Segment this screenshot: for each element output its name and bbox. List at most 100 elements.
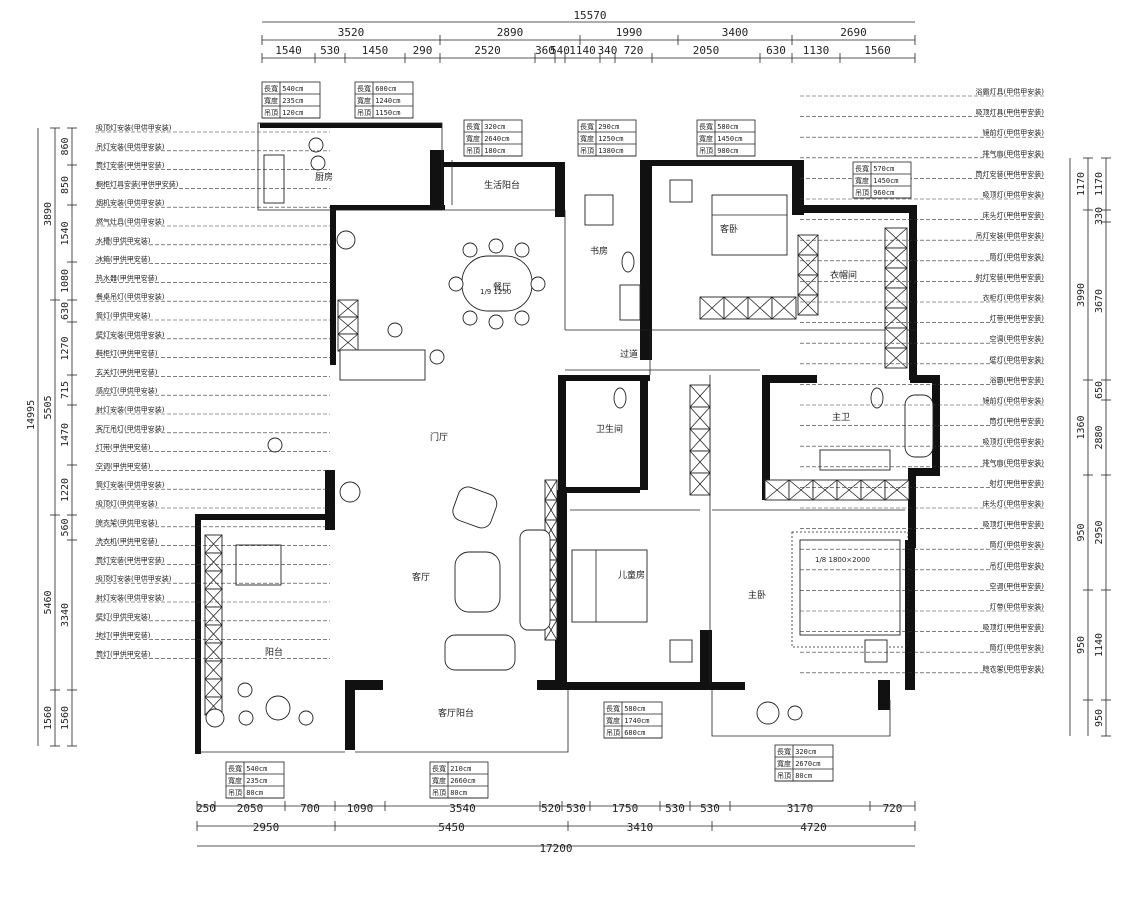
note-left: 玄关灯(甲供甲安装) bbox=[96, 367, 158, 376]
note-right: 筒灯(甲供甲安装) bbox=[990, 252, 1045, 261]
dim-label: 2880 bbox=[1094, 425, 1105, 449]
spec-line: 吊頂 80cm bbox=[777, 772, 812, 780]
note-right: 射灯安装(甲供甲安装) bbox=[976, 272, 1045, 281]
dim-label: 1540 bbox=[275, 44, 302, 57]
label-child-bed: 儿童房 bbox=[618, 569, 645, 581]
dim-label: 360 bbox=[535, 44, 555, 57]
label-guest-bed: 客卧 bbox=[720, 223, 738, 235]
dim-label: 2890 bbox=[497, 26, 524, 39]
dim-label: 340 bbox=[598, 44, 618, 57]
label-cloakroom: 衣帽间 bbox=[830, 269, 857, 281]
dim-label: 630 bbox=[766, 44, 786, 57]
label-master-bed: 主卧 bbox=[748, 589, 766, 601]
note-left: 射灯安装(甲供甲安装) bbox=[96, 405, 165, 414]
dim-label: 2950 bbox=[1094, 520, 1105, 544]
note-left: 地灯(甲供甲安装) bbox=[96, 631, 151, 640]
note-right: 筒灯安装(甲供甲安装) bbox=[976, 169, 1045, 178]
dim-label: 1990 bbox=[616, 26, 643, 39]
label-study: 书房 bbox=[590, 245, 608, 257]
note-right: 吸顶灯(甲供甲安装) bbox=[983, 623, 1045, 632]
dim-label: 3410 bbox=[627, 821, 654, 834]
note-left: 客厅吊灯(甲供甲安装) bbox=[96, 424, 165, 433]
dim-label: 720 bbox=[624, 44, 644, 57]
note-left: 吸顶灯安装(甲供甲安装) bbox=[96, 123, 172, 132]
dim-label: 715 bbox=[60, 381, 71, 399]
note-right: 灯带(甲供甲安装) bbox=[990, 602, 1045, 611]
dim-label: 250 bbox=[196, 802, 216, 815]
dim-label: 950 bbox=[1094, 709, 1105, 727]
guest-bed bbox=[711, 194, 788, 256]
child-bed bbox=[571, 549, 648, 623]
spec-line: 寬度 1250cm bbox=[580, 134, 624, 143]
dim-label: 1140 bbox=[1094, 633, 1105, 657]
master-bed bbox=[799, 539, 901, 636]
dim-label: 3520 bbox=[338, 26, 365, 39]
dim-label: 330 bbox=[1094, 207, 1105, 225]
dim-label: 3990 bbox=[1076, 283, 1087, 307]
note-left: 壁灯安装(甲供甲安装) bbox=[96, 330, 165, 339]
spec-line: 長寬 600cm bbox=[357, 84, 396, 93]
spec-line: 長寬 320cm bbox=[466, 122, 505, 131]
label-living: 客厅 bbox=[412, 571, 430, 583]
note-left: 吊灯安装(甲供甲安装) bbox=[96, 142, 165, 151]
note-right: 浴霸灯具(甲供甲安装) bbox=[976, 87, 1045, 96]
label-dining-table: 1/9 1250 bbox=[480, 288, 511, 296]
spec-line: 吊頂 120cm bbox=[264, 109, 303, 117]
note-right: 浴霸(甲供甲安装) bbox=[990, 375, 1045, 384]
dim-label: 3670 bbox=[1094, 289, 1105, 313]
dim-top-total: 15570 bbox=[573, 9, 606, 22]
note-left: 洗衣机(甲供甲安装) bbox=[96, 537, 158, 546]
leaders-left: 吸顶灯安装(甲供甲安装)吊灯安装(甲供甲安装)筒灯安装(甲供甲安装)橱柜灯具安装… bbox=[95, 123, 330, 659]
label-balcony-main: 客厅阳台 bbox=[438, 707, 474, 719]
dim-label: 1560 bbox=[864, 44, 891, 57]
spec-line: 寬度 2640cm bbox=[466, 134, 510, 143]
dim-label: 560 bbox=[60, 518, 71, 536]
note-right: 空调(甲供甲安装) bbox=[990, 581, 1045, 590]
leaders-right: 浴霸灯具(甲供甲安装)吸顶灯具(甲供甲安装)镜前灯(甲供甲安装)排气扇(甲供甲安… bbox=[800, 87, 1045, 674]
dim-label: 650 bbox=[1094, 381, 1105, 399]
dim-label: 530 bbox=[665, 802, 685, 815]
spec-box: 長寬 290cm 寬度 1250cm 吊頂 1380cm bbox=[577, 119, 637, 157]
note-right: 灯带(甲供甲安装) bbox=[990, 314, 1045, 323]
dim-label: 1560 bbox=[43, 706, 54, 730]
dim-label: 850 bbox=[60, 176, 71, 194]
spec-line: 吊頂 960cm bbox=[855, 189, 894, 197]
note-right: 吸顶灯(甲供甲安装) bbox=[983, 520, 1045, 529]
dim-label: 3890 bbox=[43, 202, 54, 226]
spec-line: 吊頂 180cm bbox=[466, 147, 505, 155]
spec-line: 寬度 2660cm bbox=[432, 776, 476, 785]
dim-label: 1220 bbox=[60, 478, 71, 502]
dim-label: 1170 bbox=[1076, 172, 1087, 196]
spec-line: 寬度 1240cm bbox=[357, 96, 401, 105]
note-left: 感应灯(甲供甲安装) bbox=[96, 386, 158, 395]
spec-line: 長寬 580cm bbox=[606, 704, 645, 713]
dim-label: 2520 bbox=[474, 44, 501, 57]
dim-label: 5505 bbox=[43, 395, 54, 419]
dim-label: 1090 bbox=[347, 802, 374, 815]
spec-line: 吊頂 80cm bbox=[432, 789, 467, 797]
coffee-table bbox=[454, 551, 501, 613]
label-bath-right: 主卫 bbox=[832, 411, 850, 423]
note-right: 吊灯安装(甲供甲安装) bbox=[976, 231, 1045, 240]
dim-label: 5460 bbox=[43, 590, 54, 614]
spec-line: 吊頂 1380cm bbox=[580, 147, 624, 155]
spec-line: 長寬 580cm bbox=[699, 122, 738, 131]
dim-label: 1450 bbox=[362, 44, 389, 57]
spec-line: 長寬 290cm bbox=[580, 122, 619, 131]
dim-label: 5450 bbox=[438, 821, 465, 834]
note-right: 吸顶灯(甲供甲安装) bbox=[983, 437, 1045, 446]
spec-line: 吊頂 680cm bbox=[606, 729, 645, 737]
note-right: 排气扇(甲供甲安装) bbox=[983, 458, 1045, 467]
spec-box: 長寬 320cm 寬度 2640cm 吊頂 180cm bbox=[463, 119, 523, 157]
label-bath-left: 卫生间 bbox=[596, 423, 623, 435]
dim-label: 290 bbox=[413, 44, 433, 57]
spec-line: 寬度 235cm bbox=[228, 776, 267, 785]
label-kitchen: 厨房 bbox=[315, 171, 333, 183]
dim-label: 2950 bbox=[253, 821, 280, 834]
